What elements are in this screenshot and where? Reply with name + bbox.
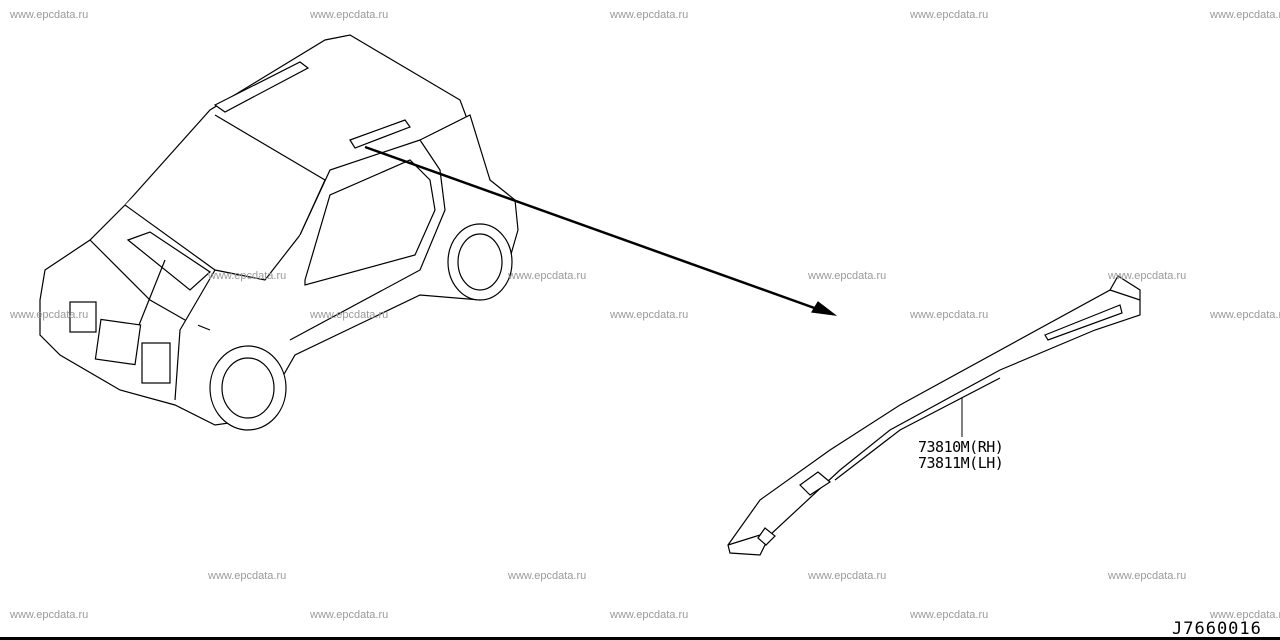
part-number-label-rh: 73810M(RH) [918,438,1004,456]
roof-rail-part [727,275,1141,556]
bottom-border [0,637,1280,640]
part-number-label-lh: 73811M(LH) [918,454,1004,472]
pointer-arrow [364,145,838,316]
car-illustration [39,34,519,431]
diagram-id: J7660016 [1172,619,1262,639]
